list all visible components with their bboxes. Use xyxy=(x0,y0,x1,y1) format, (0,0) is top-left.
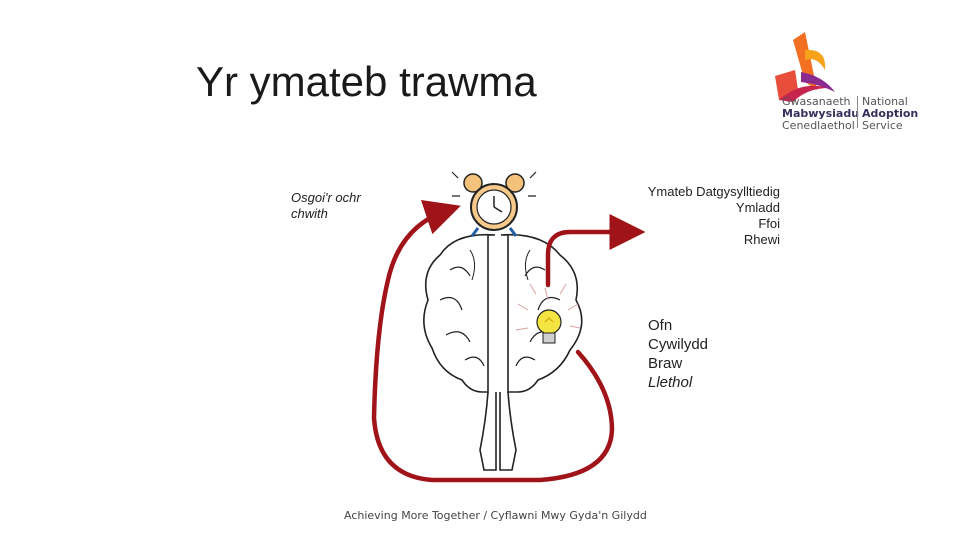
feeling-1: Ofn xyxy=(648,317,673,334)
response-list: Ymateb Datgysylltiedig Ymladd Ffoi Rhewi xyxy=(648,184,780,248)
logo-text-en-3: Service xyxy=(862,119,903,132)
response-line-4: Rhewi xyxy=(743,232,780,247)
arrow-loop-left xyxy=(371,200,615,483)
feelings-list: Ofn Cywilydd Braw Llethol xyxy=(648,316,708,392)
response-line-3: Ffoi xyxy=(758,216,780,231)
brain-icon xyxy=(423,233,583,471)
logo-text-cy-3: Cenedlaethol xyxy=(782,119,855,132)
footer-text: Achieving More Together / Cyflawni Mwy G… xyxy=(344,509,647,522)
logo-mark-icon xyxy=(775,32,835,102)
feeling-4: Llethol xyxy=(648,374,693,391)
logo-text-cy-1: Gwasanaeth xyxy=(782,95,851,108)
logo-divider xyxy=(857,96,858,128)
slide-title: Yr ymateb trawma xyxy=(196,58,537,105)
left-note: Osgoi'r ochr chwith xyxy=(291,190,361,222)
logo-text-en-1: National xyxy=(862,95,908,108)
alarm-clock-icon xyxy=(451,171,537,237)
logo-text-en-2: Adoption xyxy=(862,107,919,120)
arrows xyxy=(371,200,646,483)
left-note-line-1: Osgoi'r ochr xyxy=(291,190,361,205)
response-line-1: Ymateb Datgysylltiedig xyxy=(647,184,780,199)
lightbulb-icon xyxy=(515,283,581,344)
feeling-2: Cywilydd xyxy=(648,336,709,353)
left-note-line-2: chwith xyxy=(291,206,328,221)
response-line-2: Ymladd xyxy=(735,200,780,215)
logo-text-cy-2: Mabwysiadu xyxy=(782,107,860,120)
arrow-to-responses xyxy=(545,214,646,288)
feeling-3: Braw xyxy=(648,355,683,372)
